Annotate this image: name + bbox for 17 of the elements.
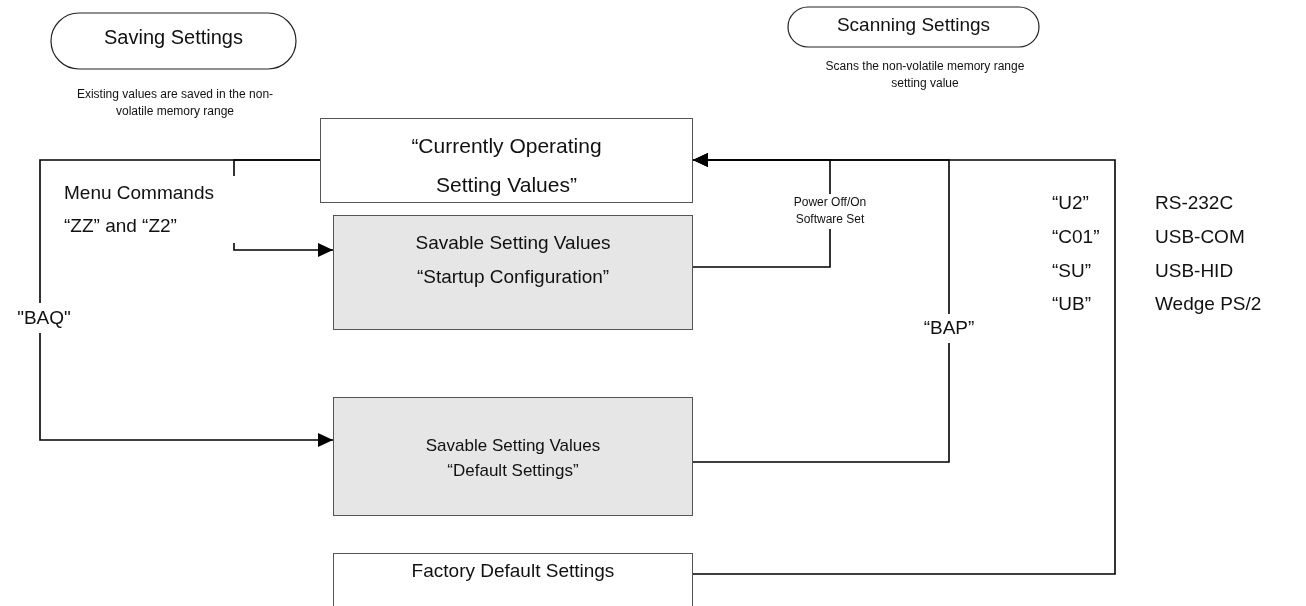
- edge-label: Menu Commands “ZZ” and “Z2”: [64, 176, 236, 243]
- process-box: [333, 215, 693, 330]
- process-box: [333, 553, 693, 606]
- node-text: Savable Setting Values: [415, 231, 611, 255]
- caption-text: Existing values are saved in the non-volatile memory range: [75, 86, 275, 120]
- node-text: “Startup Configuration”: [416, 265, 610, 290]
- node-text: “Default Settings”: [447, 459, 579, 482]
- process-box: [333, 397, 693, 516]
- node-text: Savable Setting Values: [425, 435, 601, 457]
- connector-arrow: [692, 153, 1116, 575]
- connector-arrow: [39, 159, 334, 447]
- node-text: Saving Settings: [104, 25, 243, 49]
- node-text: “Currently Operating Setting Values”: [410, 133, 603, 198]
- process-box: [320, 118, 693, 203]
- caption-text: Scans the non-volatile memory range setting value: [825, 58, 1025, 92]
- node-text: Scanning Settings: [836, 14, 991, 37]
- node-text: Factory Default Settings: [411, 560, 615, 583]
